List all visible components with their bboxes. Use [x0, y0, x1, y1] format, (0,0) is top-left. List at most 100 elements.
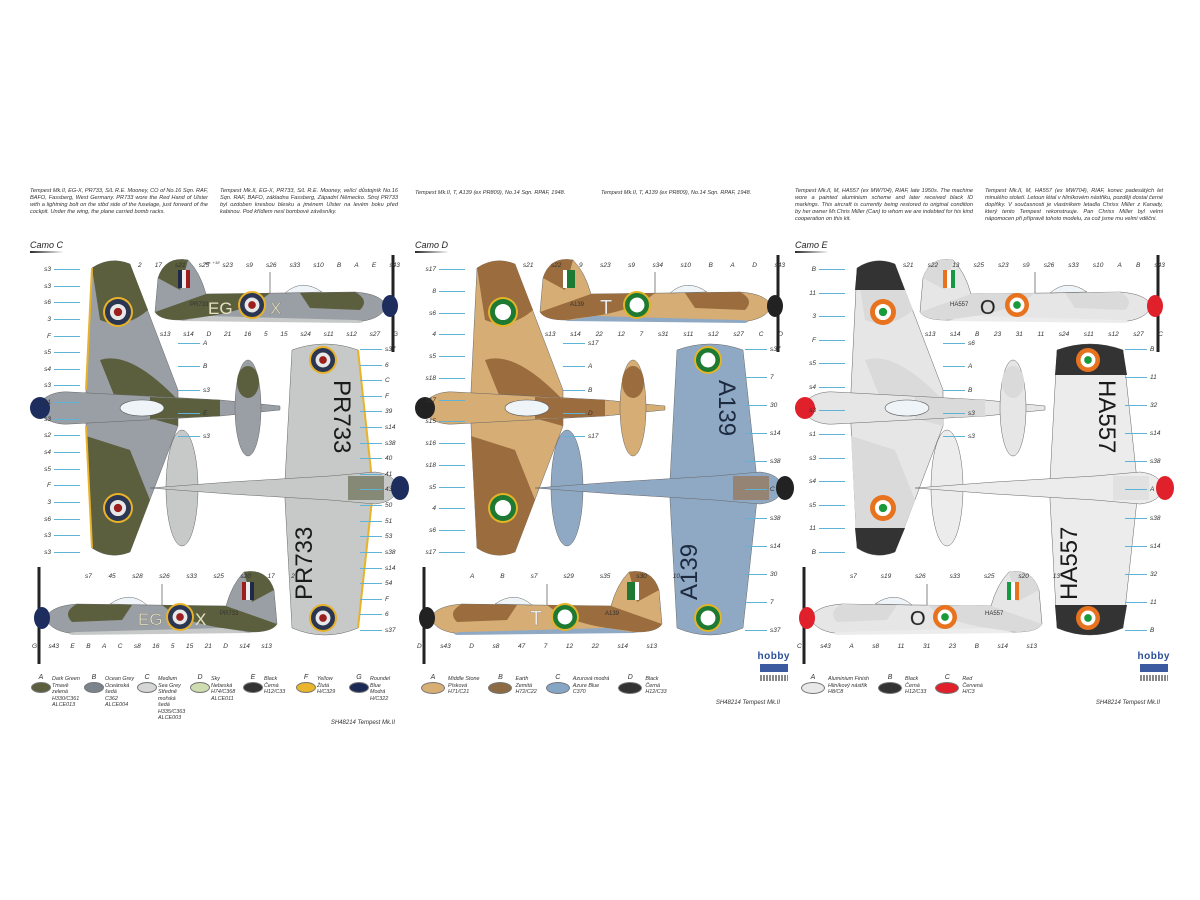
callout-label: 53 [360, 533, 395, 540]
callout-label: 22 [591, 643, 599, 650]
callout-label: s12 [708, 331, 719, 338]
legend-text: Zemitá [515, 682, 532, 689]
color-swatch [935, 682, 960, 694]
callout-label: s5 [44, 349, 80, 356]
callout-label: 5 [263, 331, 268, 338]
callout-label: s13 [261, 643, 272, 650]
fuselage-letter: X [195, 610, 206, 629]
callout-label: B [336, 262, 342, 269]
callout-label: 23 [993, 331, 1002, 338]
callout-label: s21 [523, 262, 534, 269]
callout-label: s13 [160, 331, 171, 338]
callout-label: s8 [492, 643, 500, 650]
legend-letter: C [555, 674, 561, 681]
scheme-heading: Camo E [795, 240, 828, 253]
callout-label: s6 [429, 527, 465, 534]
callout-label: s17 [563, 433, 598, 440]
legend-text: Middle Stone [448, 676, 480, 682]
callout-label: s23 [998, 262, 1009, 269]
callout-label: 30 [745, 402, 780, 409]
underwing-serial: HA557 [1056, 527, 1083, 600]
callout-label: s1 [809, 431, 845, 438]
callout-label: A [943, 363, 975, 370]
roundel-insignia [870, 299, 896, 325]
legend-text: H335/C363 [158, 708, 186, 715]
roundel-insignia [309, 604, 337, 632]
callout-label: 40 [360, 455, 395, 462]
callout-label: 21 [204, 643, 212, 650]
callout-label: s3 [44, 416, 80, 423]
callout-label: s22 [551, 262, 562, 269]
callout-label: E [178, 410, 210, 417]
callout-label: s33 [1068, 262, 1079, 269]
color-swatch [31, 682, 51, 693]
callout-label: s14 [183, 331, 194, 338]
callout-label: 3 [47, 499, 80, 506]
callout-label: s33 [186, 573, 197, 580]
callout-label: B [943, 387, 975, 394]
callout-label: s38 [360, 549, 395, 556]
third-logo [1139, 675, 1168, 681]
callout-label: 32 [1125, 571, 1160, 578]
fuselage-serial: HA557 [950, 302, 969, 308]
callout-label: s5 [809, 360, 845, 367]
callout-label: 11 [1125, 599, 1160, 606]
callout-label: A [1117, 262, 1122, 269]
brand-logos: hobby [758, 652, 791, 681]
underwing-serial: A139 [676, 544, 703, 600]
underside-view: PR733 PR733 [149, 343, 409, 636]
callout-label: s17 [426, 549, 465, 556]
callout-label: s37 [360, 346, 395, 353]
brand-logos: hobby [1138, 652, 1171, 681]
callout-label: 10 [672, 573, 680, 580]
callout-label: s2 [44, 432, 80, 439]
callout-label: s14 [570, 331, 581, 338]
scheme-heading: Camo C [30, 240, 64, 253]
special-hobby-logo [1139, 664, 1168, 672]
color-swatch [190, 682, 210, 693]
callout-label: G [32, 643, 38, 650]
callout-label: B [1125, 627, 1160, 634]
color-swatch [137, 682, 157, 693]
product-code: SH48214 Tempest Mk.II [715, 700, 780, 706]
callout-label: A [730, 262, 735, 269]
callout-label: s6 [44, 516, 80, 523]
callout-label: s43 [1154, 262, 1165, 269]
callout-label: s3 [943, 433, 975, 440]
caption-czech: Tempest Mk.II, M, HA557 (ex MW704), RIAF… [985, 188, 1163, 222]
callout-label: s12 [346, 331, 357, 338]
callout-label: B [975, 331, 980, 338]
color-swatch [84, 682, 104, 693]
legend-letter: C [144, 674, 150, 681]
callout-label: s20 [1018, 573, 1029, 580]
legend-text: Sky [211, 676, 220, 682]
callout-label: B [812, 549, 845, 556]
callout-label: s13 [1026, 643, 1037, 650]
callout-label: s17 [426, 397, 465, 404]
roundel-insignia [238, 291, 266, 319]
callout-label: 11 [1037, 331, 1045, 338]
caption-english: Tempest Mk.II, EG-X, PR733, S/L R.E. Moo… [30, 188, 208, 215]
legend-letter: D [627, 674, 633, 681]
callout-label: F [812, 337, 845, 344]
callout-label: s15 [426, 418, 465, 425]
callout-label: 7 [543, 643, 548, 650]
legend-text: H12/C33 [905, 689, 927, 695]
roundel-insignia [488, 297, 518, 327]
hobby-logo: hobby [1137, 651, 1170, 662]
fuselage-code: O [910, 608, 926, 630]
roundel-insignia [1076, 348, 1100, 372]
callout-label: G [392, 331, 398, 338]
legend-text: Black [645, 676, 659, 682]
callout-label: D [417, 643, 422, 650]
legend-letter: C [944, 674, 950, 681]
